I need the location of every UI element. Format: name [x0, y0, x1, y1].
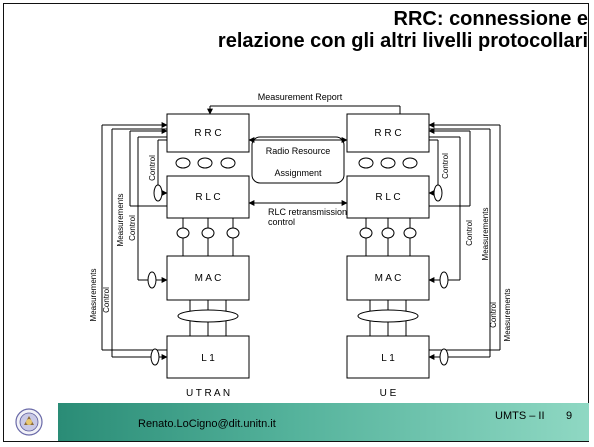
- utran-measurements-l1-label: Measurements: [89, 269, 98, 322]
- ue-sap-ellipse: [380, 157, 396, 169]
- ue-control-l1-label: Control: [489, 302, 498, 328]
- ue-l1-label: L 1: [381, 353, 395, 364]
- ue-rlc-box: [346, 175, 430, 219]
- rlc-retransmission-label-1: RLC retransmission: [268, 207, 347, 217]
- utran-rlc-box: [166, 175, 250, 219]
- radio-resource-label-1: Radio Resource: [266, 146, 331, 156]
- ue-sap-ellipse: [402, 157, 418, 169]
- ue-sap-ellipse: [403, 227, 417, 239]
- utran-control-rlc-label: Control: [148, 155, 157, 181]
- ue-rrc-label: R R C: [374, 128, 401, 139]
- utran-sap-ellipse: [175, 157, 191, 169]
- utran-control-l1-label: Control: [102, 287, 111, 313]
- slide-title-line2: relazione con gli altri livelli protocol…: [217, 30, 588, 52]
- utran-sap-ellipse: [220, 157, 236, 169]
- radio-resource-label-2: Assignment: [274, 168, 322, 178]
- utran-mac-label: M A C: [195, 273, 222, 284]
- footer-bar: Renato.LoCigno@dit.unitn.it UMTS – II 9: [58, 403, 589, 441]
- ue-rlc-label: R L C: [375, 192, 400, 203]
- ue-rrc-box: [346, 113, 430, 153]
- ue-control-rlc-label: Control: [441, 153, 450, 179]
- utran-sap-ellipse: [197, 157, 213, 169]
- utran-rrc-box: [166, 113, 250, 153]
- ue-l1-box: [346, 335, 430, 379]
- utran-sap-ellipse: [226, 227, 240, 239]
- utran-control-mac-label: Control: [128, 215, 137, 241]
- utran-control-sap: [147, 271, 157, 289]
- measurement-report-label: Measurement Report: [258, 92, 343, 102]
- utran-stack: R R C R L C M A C L 1 U T R A N: [101, 113, 250, 399]
- footer-course-label: UMTS – II: [495, 410, 545, 422]
- slide-frame: [3, 3, 589, 442]
- ue-sap-ellipse: [359, 227, 373, 239]
- ue-sap-ellipse: [381, 227, 395, 239]
- slide-title-line1: RRC: connessione e: [393, 8, 588, 30]
- utran-sap-ellipse: [201, 227, 215, 239]
- ue-measurements-l1-label: Measurements: [503, 289, 512, 342]
- ue-sap-ellipse: [358, 157, 374, 169]
- utran-rrc-label: R R C: [194, 128, 221, 139]
- author-email: Renato.LoCigno@dit.unitn.it: [138, 418, 276, 430]
- page-number: 9: [566, 410, 573, 422]
- side-labels: Control Measurements Control Measurement…: [89, 153, 512, 342]
- utran-name: U T R A N: [186, 388, 230, 399]
- rlc-retransmission-label-2: control: [268, 217, 295, 227]
- ue-control-sap: [433, 184, 443, 202]
- utran-l1-label: L 1: [201, 353, 215, 364]
- utran-rlc-label: R L C: [195, 192, 220, 203]
- ue-stack: R R C R L C M A C L 1 U E: [346, 113, 501, 399]
- utran-transport-ellipse: [177, 309, 239, 323]
- ue-name: U E: [380, 388, 397, 399]
- ue-control-sap: [439, 271, 449, 289]
- ue-control-sap: [439, 348, 449, 366]
- university-logo-icon: [15, 408, 43, 436]
- utran-control-sap: [153, 184, 163, 202]
- utran-control-sap: [150, 348, 160, 366]
- peer-relations: Measurement Report Radio Resource Assign…: [207, 92, 401, 227]
- ue-mac-label: M A C: [375, 273, 402, 284]
- ue-measurements-mac-label: Measurements: [481, 208, 490, 261]
- utran-measurements-rlc-label: Measurements: [116, 194, 125, 247]
- ue-transport-ellipse: [357, 309, 419, 323]
- ue-mac-box: [346, 255, 430, 301]
- ue-control-mac-label: Control: [465, 220, 474, 246]
- utran-sap-ellipse: [176, 227, 190, 239]
